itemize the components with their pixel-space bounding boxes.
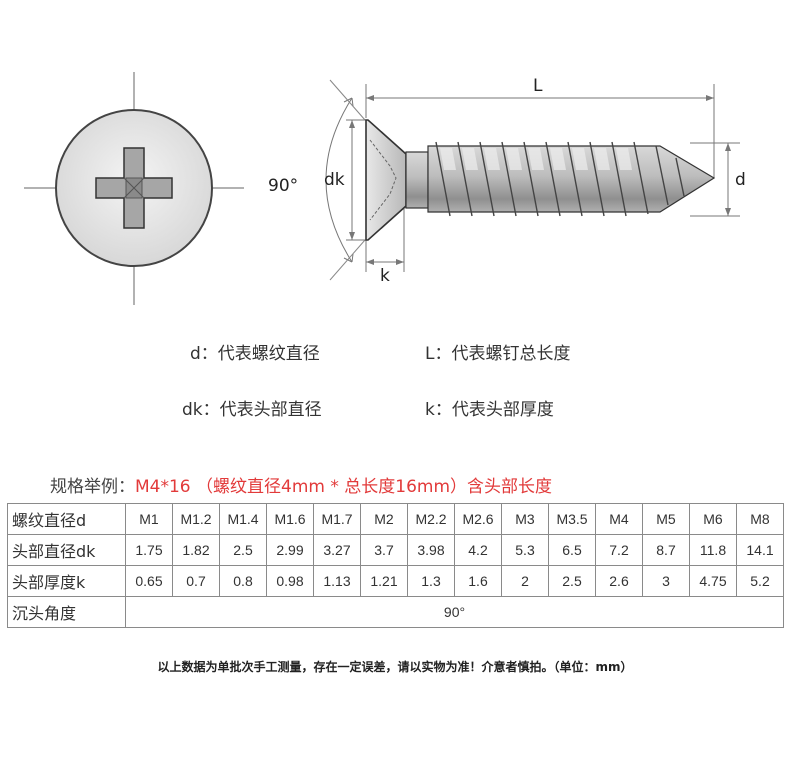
dk-label: dk [324, 170, 345, 190]
legend-L: L：代表螺钉总长度 [425, 344, 571, 364]
d-label: d [735, 170, 746, 190]
table-cell: 3.98 [407, 534, 455, 566]
table-cell: 0.7 [172, 565, 220, 597]
table-cell: 5.2 [736, 565, 784, 597]
table-cell: M2 [360, 503, 408, 535]
table-cell: 90° [125, 596, 784, 628]
row-label: 头部直径dk [7, 534, 126, 566]
table-cell: 1.75 [125, 534, 173, 566]
table-cell: 0.8 [219, 565, 267, 597]
spec-table: 螺纹直径d M1 M1.2 M1.4 M1.6 M1.7 M2 M2.2 M2.… [7, 503, 784, 628]
table-cell: 14.1 [736, 534, 784, 566]
legend-k: k：代表头部厚度 [425, 400, 554, 420]
L-dimension [365, 84, 715, 178]
row-label: 沉头角度 [7, 596, 126, 628]
table-cell: M3.5 [548, 503, 596, 535]
table-cell: 7.2 [595, 534, 643, 566]
screw-diagram: 90° dk k L d [0, 0, 790, 330]
table-cell: 0.65 [125, 565, 173, 597]
table-cell: 2.5 [219, 534, 267, 566]
table-cell: M2.6 [454, 503, 502, 535]
table-cell: 2 [501, 565, 549, 597]
table-cell: 6.5 [548, 534, 596, 566]
table-cell: M1.7 [313, 503, 361, 535]
k-label: k [380, 266, 390, 286]
table-cell: M4 [595, 503, 643, 535]
table-cell: 11.8 [689, 534, 737, 566]
table-cell: M1.2 [172, 503, 220, 535]
screw-side-view [365, 119, 716, 241]
spec-example: 规格举例：M4*16 （螺纹直径4mm * 总长度16mm）含头部长度 [50, 472, 552, 497]
row-label: 螺纹直径d [7, 503, 126, 535]
table-cell: 1.82 [172, 534, 220, 566]
table-cell: 0.98 [266, 565, 314, 597]
table-cell: 3 [642, 565, 690, 597]
table-cell: M3 [501, 503, 549, 535]
table-cell: M1.4 [219, 503, 267, 535]
screw-drawing [24, 72, 740, 305]
table-row-thread-diameter: 螺纹直径d M1 M1.2 M1.4 M1.6 M1.7 M2 M2.2 M2.… [7, 503, 784, 535]
table-cell: 1.6 [454, 565, 502, 597]
d-dimension [690, 142, 740, 217]
table-row-head-thickness: 头部厚度k 0.65 0.7 0.8 0.98 1.13 1.21 1.3 1.… [7, 565, 784, 597]
table-cell: 1.21 [360, 565, 408, 597]
table-cell: 1.13 [313, 565, 361, 597]
table-cell: 2.99 [266, 534, 314, 566]
countersink-angle-arc [325, 79, 366, 281]
screw-head-top-view [24, 72, 244, 305]
angle-label: 90° [268, 176, 299, 196]
table-row-countersink-angle: 沉头角度 90° [7, 596, 784, 628]
table-cell: 8.7 [642, 534, 690, 566]
spec-example-value: M4*16 （螺纹直径4mm * 总长度16mm）含头部长度 [135, 477, 553, 497]
table-cell: M8 [736, 503, 784, 535]
table-cell: 3.7 [360, 534, 408, 566]
spec-example-prefix: 规格举例： [50, 477, 135, 497]
table-cell: M2.2 [407, 503, 455, 535]
table-cell: 2.6 [595, 565, 643, 597]
table-cell: 3.27 [313, 534, 361, 566]
table-cell: 2.5 [548, 565, 596, 597]
legend-dk: dk：代表头部直径 [182, 400, 322, 420]
table-cell: M1 [125, 503, 173, 535]
table-cell: M6 [689, 503, 737, 535]
L-label: L [533, 76, 543, 96]
dk-dimension [346, 119, 366, 241]
table-cell: 4.75 [689, 565, 737, 597]
table-row-head-diameter: 头部直径dk 1.75 1.82 2.5 2.99 3.27 3.7 3.98 … [7, 534, 784, 566]
footnote: 以上数据为单批次手工测量，存在一定误差，请以实物为准！介意者慎拍。（单位：mm） [157, 660, 633, 674]
table-cell: 1.3 [407, 565, 455, 597]
table-cell: M1.6 [266, 503, 314, 535]
table-cell: M5 [642, 503, 690, 535]
row-label: 头部厚度k [7, 565, 126, 597]
table-cell: 5.3 [501, 534, 549, 566]
table-cell: 4.2 [454, 534, 502, 566]
legend-d: d：代表螺纹直径 [190, 344, 320, 364]
